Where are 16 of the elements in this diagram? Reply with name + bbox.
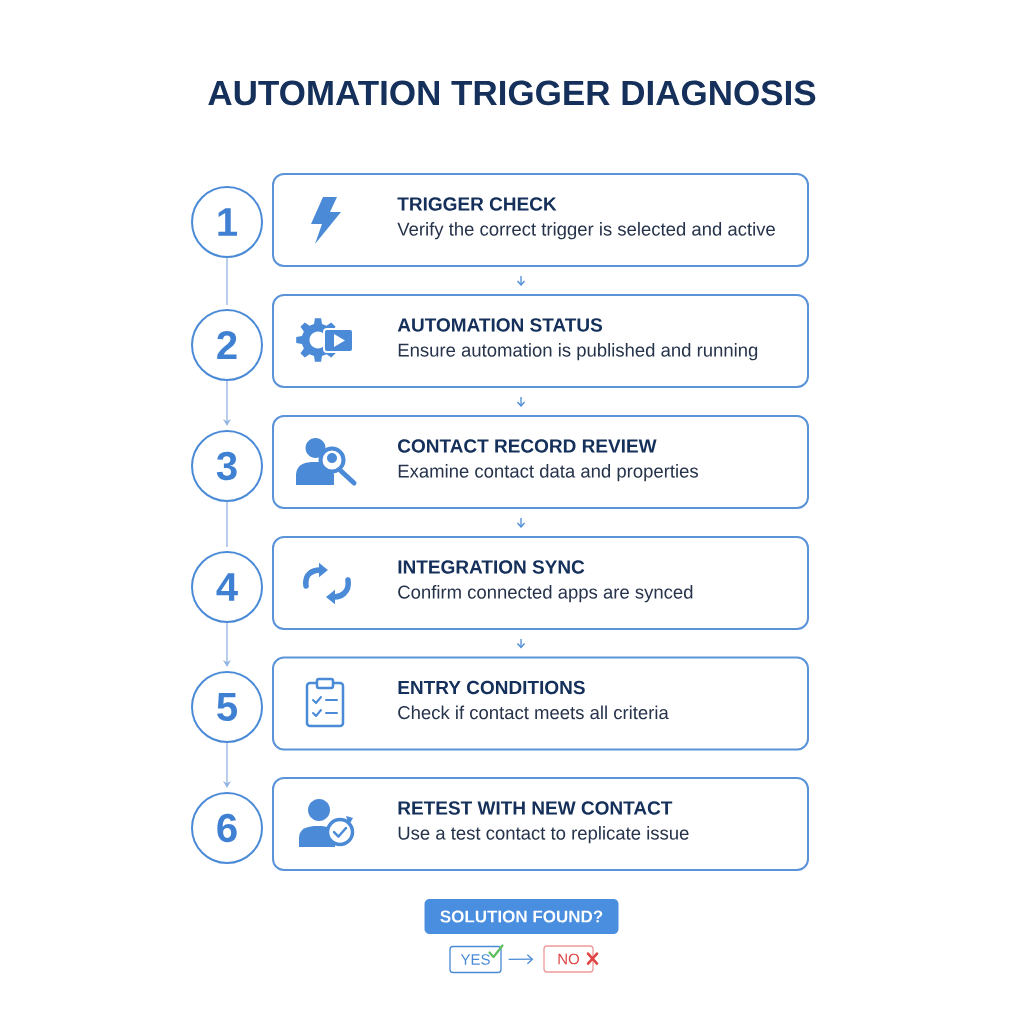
step-title: ENTRY CONDITIONS (398, 680, 585, 695)
option-box: NO (543, 945, 594, 973)
step-title: TRIGGER CHECK (397, 197, 557, 211)
step-description: Examine contact data and properties (398, 464, 698, 482)
step-title: INTEGRATION SYNC (398, 560, 585, 574)
title: AUTOMATION TRIGGER DIAGNOSIS (208, 80, 816, 106)
step-description: Ensure automation is published and running (398, 343, 758, 361)
step-description: Use a test contact to replicate issue (398, 826, 689, 844)
option-box: YES (449, 945, 502, 974)
step-title: CONTACT RECORD REVIEW (398, 439, 657, 453)
question-button: SOLUTION FOUND? (424, 899, 619, 934)
step-description: Verify the correct trigger is selected and active (397, 222, 775, 240)
step-description: Check if contact meets all criteria (398, 705, 669, 720)
step-title: AUTOMATION STATUS (397, 318, 603, 332)
step-description: Confirm connected apps are synced (398, 585, 693, 603)
step-title: RETEST WITH NEW CONTACT (398, 801, 673, 815)
